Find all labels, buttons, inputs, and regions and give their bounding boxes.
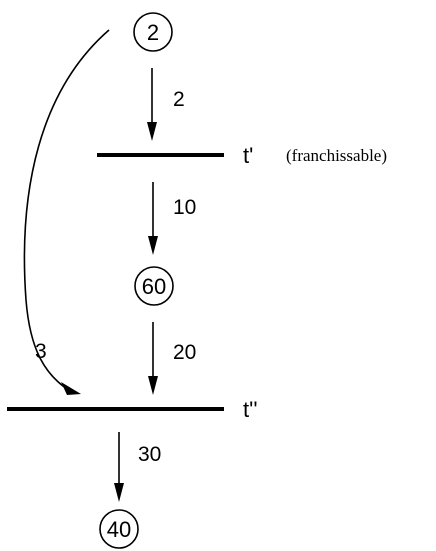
place-middle-tokens: 60 (142, 274, 166, 299)
weight-middle-to-second: 20 (173, 341, 196, 364)
place-middle: 60 (134, 266, 174, 306)
place-top-circle (133, 12, 173, 52)
transition-first: t' (franchissable) (97, 143, 387, 168)
arrow-head-top-to-second (61, 382, 81, 395)
arc-middle-to-second-transition: 20 (148, 322, 196, 395)
place-bottom: 40 (99, 509, 139, 549)
transition-second-label: t'' (243, 397, 258, 422)
arrow-head-top-to-first (147, 122, 157, 141)
arc-first-transition-to-middle: 10 (148, 182, 196, 255)
arc-top-to-second-curve (23, 29, 110, 392)
arrow-head-middle-to-second (148, 376, 158, 395)
weight-top-to-first: 2 (173, 88, 185, 111)
place-bottom-circle (99, 509, 139, 549)
transition-second: t'' (7, 397, 258, 422)
arc-top-to-first-transition: 2 (147, 68, 185, 141)
transition-first-label: t' (243, 143, 253, 168)
arc-second-transition-to-bottom: 30 (114, 432, 161, 502)
arrow-head-second-to-bottom (114, 483, 124, 502)
place-bottom-tokens: 40 (107, 517, 131, 542)
place-top-tokens: 2 (147, 20, 159, 45)
arc-top-to-second-transition: 3 (23, 29, 110, 395)
weight-second-to-bottom: 30 (138, 443, 161, 466)
weight-top-to-second: 3 (35, 340, 47, 363)
transition-first-note: (franchissable) (286, 146, 387, 165)
arrow-head-first-to-middle (148, 236, 158, 255)
place-top: 2 (133, 12, 173, 52)
weight-first-to-middle: 10 (173, 196, 196, 219)
place-middle-circle (134, 266, 174, 306)
